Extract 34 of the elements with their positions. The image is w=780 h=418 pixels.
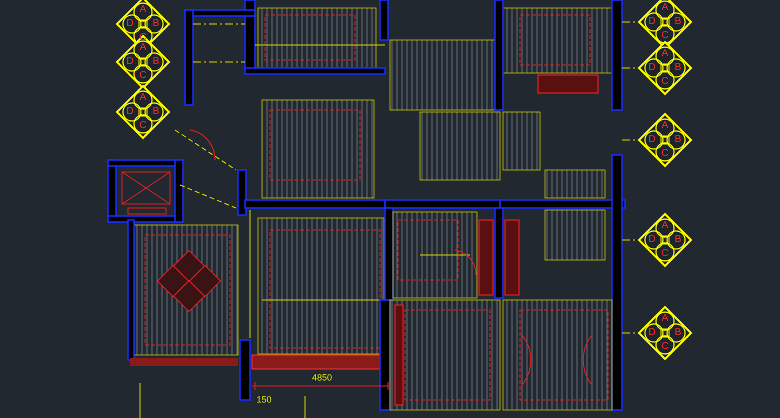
elevation-letter: B xyxy=(674,328,682,338)
elevation-letter: A xyxy=(662,221,668,231)
elevation-letter: D xyxy=(648,235,656,245)
elevation-letter: B xyxy=(674,17,682,27)
dimension-text: 150 xyxy=(256,396,272,404)
elevation-letter: C xyxy=(661,249,669,259)
elevation-letter: B xyxy=(674,63,682,73)
elevation-letter: B xyxy=(674,135,682,145)
elevation-letter: D xyxy=(126,19,134,29)
elevation-letter: D xyxy=(126,107,134,117)
elevation-letter: C xyxy=(661,77,669,87)
elevation-letter: D xyxy=(126,57,134,67)
elevation-letter: A xyxy=(662,3,668,13)
elevation-letter: C xyxy=(139,71,147,81)
elevation-letter: B xyxy=(674,235,682,245)
elevation-letter: D xyxy=(648,63,656,73)
elevation-letter: C xyxy=(661,31,669,41)
elevation-letter: A xyxy=(662,314,668,324)
elevation-letter: A xyxy=(140,43,146,53)
elevation-letter: A xyxy=(662,121,668,131)
elevation-letter: C xyxy=(139,121,147,131)
elevation-letter: A xyxy=(662,49,668,59)
elevation-letter: B xyxy=(152,57,160,67)
elevation-letter: C xyxy=(661,149,669,159)
elevation-letter: B xyxy=(152,107,160,117)
elevation-letter: B xyxy=(152,19,160,29)
elevation-letter: C xyxy=(139,33,147,43)
elevation-letter: D xyxy=(648,328,656,338)
elevation-letter: D xyxy=(648,17,656,27)
elevation-letter: D xyxy=(648,135,656,145)
elevation-letter: A xyxy=(140,93,146,103)
elevation-letter: A xyxy=(140,5,146,15)
elevation-letter: C xyxy=(661,342,669,352)
dimension-text: 4850 xyxy=(312,374,332,382)
